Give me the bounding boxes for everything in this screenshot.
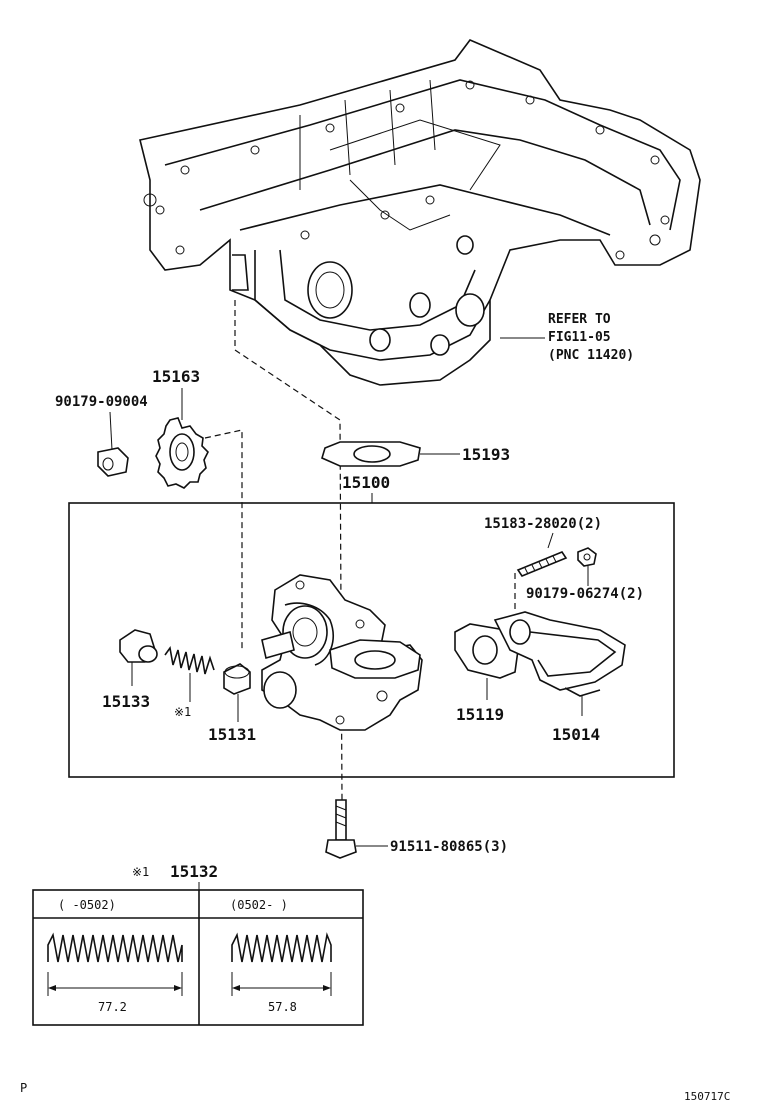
label-15183-28020: 15183-28020(2) [484, 516, 602, 532]
spring-long-drawing [47, 932, 183, 996]
oil-pan-housing-drawing [139, 39, 701, 386]
label-15014: 15014 [552, 725, 600, 744]
gasket-drawing [321, 441, 421, 467]
label-15132-mark: ※1 [132, 865, 149, 879]
small-nut-drawing [577, 547, 597, 567]
sprocket-dashed-line [204, 429, 243, 650]
reference-line-2: FIG11-05 [548, 330, 611, 345]
label-15133: 15133 [102, 692, 150, 711]
label-15132: 15132 [170, 862, 218, 881]
nut-drawing [97, 447, 129, 477]
oil-strainer-drawing [493, 611, 626, 697]
label-15131: 15131 [208, 725, 256, 744]
label-15163: 15163 [152, 367, 200, 386]
assembly-box-15100 [68, 502, 675, 778]
spring-table-header-1: ( -0502) [58, 898, 116, 912]
label-90179-09004: 90179-09004 [55, 394, 148, 410]
spring-length-new: 57.8 [268, 1000, 297, 1014]
dashed-alignment-line [234, 300, 343, 801]
label-91511-80865: 91511-80865(3) [390, 839, 508, 855]
spring-table-header-2: (0502- ) [230, 898, 288, 912]
strainer-gasket-drawing [454, 623, 519, 679]
label-15193: 15193 [462, 445, 510, 464]
reference-line-1: REFER TO [548, 312, 611, 327]
pump-bolt-drawing [325, 799, 357, 859]
corner-mark-p: P [20, 1081, 27, 1095]
label-15119: 15119 [456, 705, 504, 724]
note-mark-1: ※1 [174, 705, 191, 719]
spring-table [32, 889, 364, 1026]
spring-length-old: 77.2 [98, 1000, 127, 1014]
sprocket-drawing [155, 417, 209, 489]
plug-drawing [119, 629, 158, 663]
stud-drawing [516, 551, 568, 577]
reference-line-3: (PNC 11420) [548, 348, 634, 363]
label-15100: 15100 [342, 473, 390, 492]
spring-short-drawing [231, 932, 332, 996]
label-90179-06274: 90179-06274(2) [526, 586, 644, 602]
oil-pump-body-drawing [261, 574, 423, 731]
figure-code: 150717C [684, 1090, 730, 1103]
relief-spring-drawing [164, 645, 215, 675]
relief-valve-drawing [223, 663, 251, 695]
